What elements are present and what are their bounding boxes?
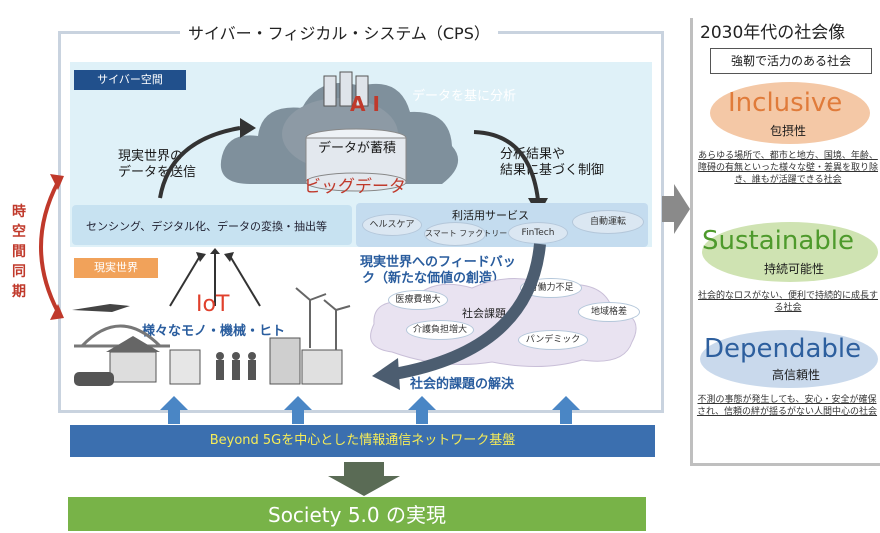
analysis-label: データを基に分析	[412, 89, 517, 104]
society-banner: Society 5.0 の実現	[68, 497, 646, 531]
feedback-label-2: ク（新たな価値の創造）	[362, 271, 506, 286]
physical-space-tag: 現実世界	[74, 258, 158, 278]
dependable-jp: 高信頼性	[772, 368, 821, 382]
dependable-name: Dependable	[704, 334, 862, 364]
right-arrow-icon	[662, 184, 690, 234]
network-up-arrows-icon	[160, 396, 580, 424]
bigdata-label: ビッグデータ	[304, 177, 406, 197]
vision-title: 2030年代の社会像	[700, 23, 846, 43]
database-icon	[305, 128, 407, 192]
sync-label: 時空間同期	[12, 204, 26, 300]
server-icon	[323, 71, 369, 107]
issues-title: 社会課題	[462, 307, 506, 320]
down-arrow-icon	[328, 462, 400, 496]
sensing-label: センシング、デジタル化、データの変換・抽出等	[86, 220, 328, 233]
send-data-label-1: 現実世界の	[118, 149, 184, 164]
iot-label: IoT	[196, 292, 230, 317]
things-label: 様々なモノ・機械・ヒト	[142, 324, 286, 339]
inclusive-jp: 包摂性	[770, 124, 807, 138]
service-item: FinTech	[508, 222, 568, 244]
sustainable-jp: 持続可能性	[764, 262, 825, 276]
inclusive-name: Inclusive	[728, 88, 843, 118]
vision-subtitle: 強靭で活力のある社会	[710, 48, 872, 74]
sensing-bar	[72, 205, 352, 245]
upload-arrow-icon	[158, 118, 256, 199]
issue-item: パンデミック	[518, 330, 588, 350]
dependable-desc: 不測の事態が発生しても、安心・安全が確保され、信頼の絆が揺るがない人間中心の社会	[696, 395, 878, 417]
service-item: 自動運転	[572, 210, 644, 234]
cyber-space-tag: サイバー空間	[74, 70, 186, 90]
accumulate-label: データが蓄積	[318, 141, 397, 156]
sustainable-desc: 社会的なロスがない、便利で持続的に成長する社会	[698, 291, 879, 313]
control-label-2: 結果に基づく制御	[500, 163, 605, 178]
dependable-ellipse	[700, 330, 878, 388]
service-item: スマート ファクトリー	[424, 222, 507, 246]
cps-title: サイバー・フィジカル・システム（CPS）	[180, 20, 498, 44]
services-title: 利活用サービス	[452, 209, 529, 222]
inclusive-desc: あらゆる場所で、都市と地方、国境、年齢、障碍の有無といった様々な壁・差異を取り除…	[698, 151, 879, 185]
send-data-label-2: データを送信	[118, 165, 197, 180]
feedback-arrow-icon	[372, 243, 546, 390]
sustainable-ellipse	[702, 222, 878, 282]
iot-arrows-icon	[169, 248, 261, 307]
issue-item: 医療費増大	[388, 290, 448, 310]
city-illustration	[72, 287, 351, 386]
network-bar: Beyond 5Gを中心とした情報通信ネットワーク基盤	[70, 425, 655, 457]
feedback-label-1: 現実世界へのフィードバッ	[360, 255, 516, 270]
sync-arrow-icon	[39, 174, 64, 320]
issue-item: 介護負担増大	[406, 320, 474, 340]
sustainable-name: Sustainable	[702, 226, 855, 256]
issue-item: 地域格差	[578, 302, 640, 322]
solution-label: 社会的課題の解決	[410, 377, 515, 392]
service-item: ヘルスケア	[362, 214, 422, 236]
inclusive-ellipse	[710, 82, 870, 144]
ai-label: A I	[350, 92, 380, 116]
